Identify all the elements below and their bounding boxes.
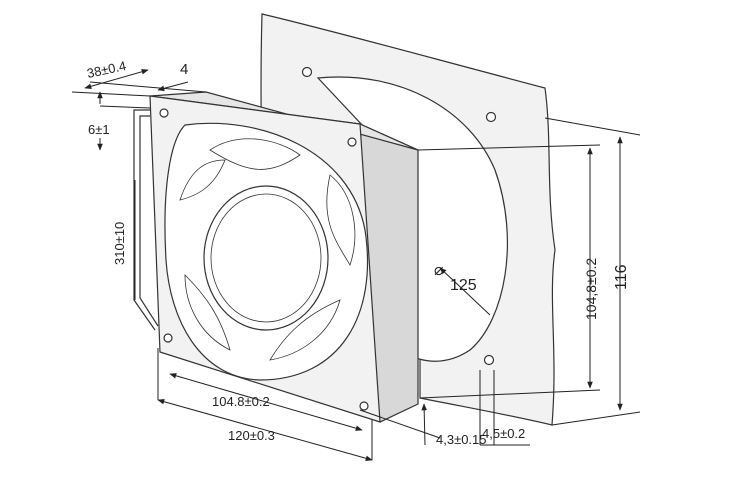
- blade: [184, 274, 231, 351]
- fan-body: [133, 91, 419, 423]
- wire-length-dimension: 310±10: [112, 222, 127, 265]
- lead-wire: [133, 109, 156, 331]
- frame-hole-dimension: 4,3±0.15: [436, 432, 487, 447]
- side-hole-pitch-dimension: 104,8±0.2: [583, 258, 599, 320]
- dimension-lines: [71, 69, 641, 461]
- blade: [269, 299, 341, 361]
- bottom-hole-pitch-dimension: 104.8±0.2: [212, 394, 270, 409]
- frame-hole-bottom-right: [359, 401, 369, 411]
- cutout-diameter-dimension: 125: [450, 277, 477, 294]
- motor-hub: [203, 185, 329, 331]
- frame-width-dimension: 120±0.3: [228, 428, 275, 443]
- blade: [326, 174, 356, 266]
- frame-hole-top-left: [159, 108, 169, 118]
- plate-hole-top-right: [485, 111, 497, 123]
- plate-hole-top-left: [301, 66, 313, 78]
- plate-hole-dimension: 4,5±0.2: [482, 426, 525, 441]
- blade: [179, 159, 226, 201]
- frame-hole-top-right: [347, 137, 357, 147]
- frame-hole-bottom-left: [163, 333, 173, 343]
- lead-wire: [139, 115, 159, 327]
- plate-side-dimension: 116: [613, 264, 630, 290]
- diameter-symbol: ⌀: [434, 262, 444, 279]
- blade: [209, 138, 301, 170]
- plate-hole-bottom-right: [483, 354, 495, 366]
- wire-offset-dimension: 6±1: [88, 122, 110, 137]
- flange-dimension: 4: [180, 61, 188, 78]
- dimension-labels: 38±0.4 4 6±1 310±10 104.8±0.2 120±0.3 4,…: [86, 58, 630, 447]
